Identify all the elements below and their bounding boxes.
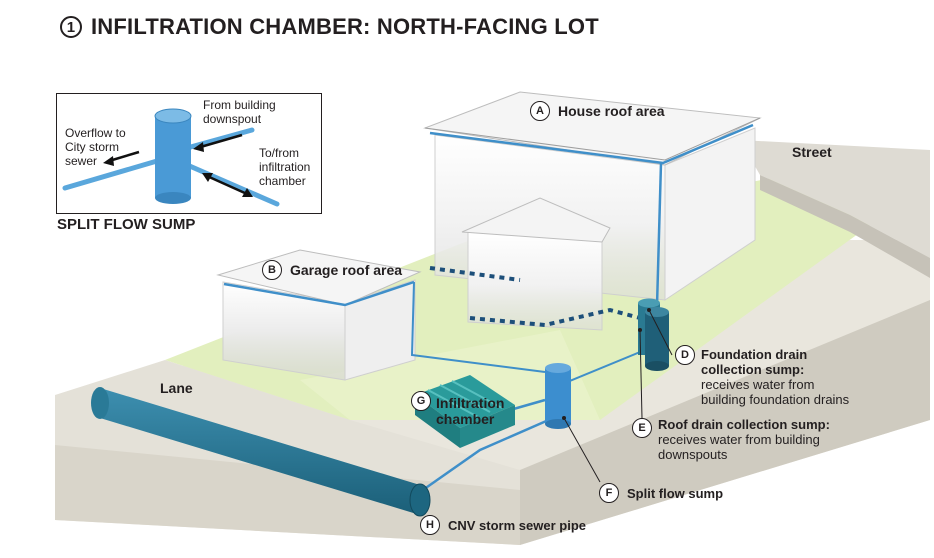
leader-d [648, 309, 673, 356]
label-storm-sewer: H CNV storm sewer pipe [420, 515, 586, 535]
garage-gutter [223, 280, 415, 307]
split-flow-sump [545, 363, 571, 429]
bumpout-roof [461, 197, 611, 243]
ground-right-edge [520, 300, 930, 545]
house-downspout [655, 162, 663, 307]
storm-sewer-pipe [91, 387, 431, 517]
inset-overflow-label: Overflow to City storm sewer [65, 126, 126, 168]
inset-from-building-label: From building downspout [203, 98, 276, 126]
garage-roof-text: Garage roof area [290, 261, 403, 278]
inset-caption: SPLIT FLOW SUMP [57, 216, 196, 233]
badge-g: G [411, 391, 431, 411]
roof-drain-sump-label: Roof drain collection sump: receives wat… [658, 417, 830, 462]
infiltration-chamber-label: Infiltration chamber [436, 395, 505, 427]
foundation-drain-sump [645, 307, 669, 371]
split-flow-sump-text: Split flow sump [627, 485, 724, 501]
diagram-title: 1 INFILTRATION CHAMBER: NORTH-FACING LOT [60, 14, 599, 40]
label-garage-roof: B Garage roof area [262, 260, 402, 280]
garage-downspout [410, 281, 546, 373]
overflow-pipe [419, 413, 561, 494]
house-roof-text: House roof area [558, 102, 665, 119]
badge-f: F [599, 483, 619, 503]
storm-sewer-text: CNV storm sewer pipe [448, 517, 586, 533]
street-curb [760, 175, 930, 278]
house-gutter [429, 123, 754, 165]
street-surface [740, 140, 930, 258]
leader-f [563, 417, 601, 483]
garage-side-wall [344, 279, 416, 381]
house-roof-ridge [424, 117, 761, 161]
street-label: Street [792, 144, 832, 160]
lane-label: Lane [160, 380, 193, 396]
label-house-roof: A House roof area [530, 101, 665, 121]
split-flow-sump-drawing [62, 108, 280, 207]
foundation-drain-label: Foundation drain collection sump: receiv… [701, 347, 850, 407]
badge-a: A [530, 101, 550, 121]
lawn-lower [300, 330, 600, 420]
title-text: INFILTRATION CHAMBER: NORTH-FACING LOT [91, 14, 599, 39]
house-side-wall [664, 127, 756, 301]
badge-e: E [632, 418, 652, 438]
badge-h: H [420, 515, 440, 535]
label-split-flow-sump: F Split flow sump [599, 483, 723, 503]
badge-d: D [675, 345, 695, 365]
leader-e [639, 329, 643, 419]
lane-surface [55, 360, 520, 490]
sump-to-chamber-pipe [509, 398, 546, 412]
badge-b: B [262, 260, 282, 280]
title-number-badge: 1 [60, 16, 82, 38]
inset-tofrom-label: To/from infiltration chamber [259, 146, 311, 188]
split-flow-sump-inset: From building downspout Overflow to City… [56, 93, 322, 214]
